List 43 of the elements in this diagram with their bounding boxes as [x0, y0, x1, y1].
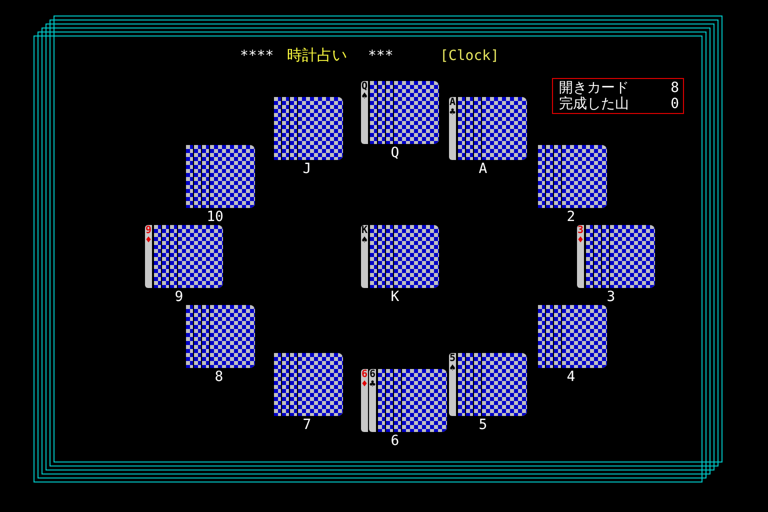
card-face: K♠ — [361, 225, 369, 288]
asterisks: **** — [240, 48, 274, 64]
card-pile — [449, 97, 527, 160]
card-face: Q♠ — [361, 81, 369, 144]
pile-label: 4 — [566, 369, 576, 385]
pile-label: A — [478, 161, 488, 177]
pile-label: 5 — [478, 417, 488, 433]
card-pile — [537, 145, 607, 208]
card-pile — [361, 225, 439, 288]
pile-label: 10 — [206, 209, 224, 225]
score-panel — [552, 78, 684, 114]
pile-label: 6 — [390, 433, 400, 449]
card-pile — [185, 305, 255, 368]
card-pile — [273, 97, 343, 160]
card-face: 6♦ — [361, 369, 369, 432]
asterisks: *** — [368, 48, 394, 64]
card-pile — [145, 225, 223, 288]
card-pile — [577, 225, 655, 288]
pile-label: 8 — [214, 369, 224, 385]
card-face: 9♦ — [145, 225, 153, 288]
card-pile — [185, 145, 255, 208]
card-pile — [449, 353, 527, 416]
pile-label: 2 — [566, 209, 576, 225]
subtitle: [Clock] — [440, 48, 500, 64]
pile-label: 7 — [302, 417, 312, 433]
title: 時計占い — [287, 47, 347, 63]
pile-label: 9 — [174, 289, 184, 305]
score-label: 完成した山 — [559, 96, 630, 112]
card-pile — [537, 305, 607, 368]
pile-label: Q — [390, 145, 400, 161]
card-pile — [361, 369, 447, 432]
score-label: 開きカード — [559, 80, 630, 96]
pile-label: 3 — [606, 289, 616, 305]
card-pile — [273, 353, 343, 416]
card-face: 5♠ — [449, 353, 457, 416]
card-face: A♣ — [449, 97, 457, 160]
card-face: 3♦ — [577, 225, 585, 288]
score-value: 8 — [670, 80, 679, 96]
score-value: 0 — [670, 96, 679, 112]
card-pile — [361, 81, 439, 144]
pile-label: K — [390, 289, 400, 305]
pile-label: J — [302, 161, 312, 177]
card-face: 6♣ — [369, 369, 377, 432]
